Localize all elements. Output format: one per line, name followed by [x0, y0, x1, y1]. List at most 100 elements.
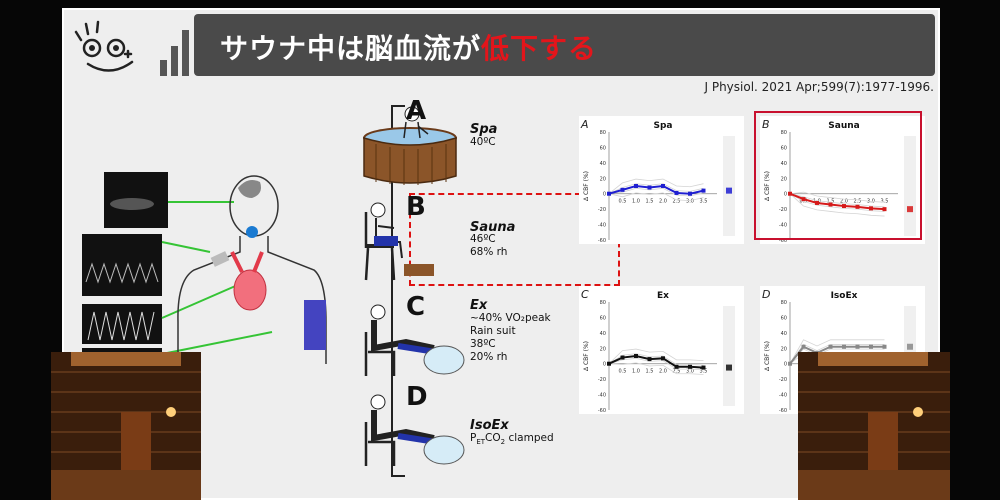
- y-tick-label: -20: [598, 207, 606, 213]
- y-tick-label: 0: [784, 192, 787, 198]
- data-point: [661, 356, 665, 361]
- individual-trace: [608, 192, 704, 202]
- x-tick-label: 1.5: [827, 199, 835, 205]
- condition-c-letter: C: [406, 292, 426, 322]
- x-tick-label: 2.0: [659, 369, 667, 375]
- y-tick-label: 80: [600, 130, 606, 136]
- y-tick-label: 20: [600, 176, 606, 182]
- data-point: [688, 191, 692, 196]
- chart-title: IsoEx: [831, 291, 858, 301]
- summary-marker: [726, 187, 732, 194]
- y-tick-label: -60: [598, 238, 606, 244]
- spa-illustration: [363, 106, 457, 185]
- slide-title: サウナ中は脳血流が低下する: [220, 32, 598, 65]
- y-tick-label: -40: [779, 393, 787, 399]
- isoex-illustration: [364, 394, 465, 466]
- y-axis-label: Δ CBF (%): [764, 341, 771, 371]
- individual-trace: [789, 193, 885, 212]
- panel-letter: C: [581, 288, 589, 301]
- y-tick-label: -20: [779, 377, 787, 383]
- individual-trace: [608, 357, 704, 371]
- sauna-illustration: [364, 202, 434, 281]
- data-point: [855, 204, 860, 209]
- condition-a-detail: 40ºC: [470, 136, 496, 148]
- conditions-bracket: [391, 105, 405, 477]
- mean-series-line: [608, 354, 704, 369]
- data-point: [801, 197, 806, 202]
- condition-b-detail-1: 46ºC: [470, 233, 496, 245]
- x-tick-label: 2.5: [673, 369, 681, 375]
- title-highlight: 低下する: [481, 32, 598, 65]
- data-point: [788, 361, 792, 366]
- y-tick-label: 80: [781, 130, 787, 136]
- sauna-room-photo-right: [798, 352, 950, 500]
- data-point: [647, 185, 652, 190]
- y-tick-label: -40: [598, 393, 606, 399]
- data-point: [815, 200, 819, 205]
- sauna-chart-highlight: [754, 111, 922, 240]
- slide: サウナ中は脳血流が低下する J Physiol. 2021 Apr;599(7)…: [62, 8, 940, 500]
- condition-c-name: Ex: [470, 298, 488, 313]
- data-point: [828, 202, 833, 207]
- data-point: [661, 184, 665, 188]
- individual-trace: [608, 353, 704, 366]
- data-point: [620, 187, 625, 192]
- y-tick-label: 80: [600, 300, 606, 306]
- individual-trace: [789, 191, 885, 203]
- x-tick-label: 3.5: [700, 199, 708, 205]
- x-tick-label: 0.5: [619, 199, 627, 205]
- individual-trace: [608, 348, 704, 365]
- x-tick-label: 2.5: [854, 199, 862, 205]
- data-point: [634, 354, 638, 358]
- data-point: [688, 364, 692, 369]
- y-axis-label: Δ CBF (%): [583, 341, 590, 371]
- x-tick-label: 3.0: [686, 369, 694, 375]
- data-point: [788, 191, 792, 196]
- chart-title: Spa: [654, 121, 673, 131]
- data-point: [801, 344, 806, 349]
- individual-trace: [789, 193, 885, 217]
- condition-c-detail-3: 38ºC: [470, 338, 496, 350]
- condition-d-letter: D: [406, 382, 428, 412]
- y-tick-label: -40: [598, 223, 606, 229]
- y-tick-label: 0: [603, 192, 606, 198]
- individual-trace: [608, 178, 704, 195]
- condition-b-detail-2: 68% rh: [470, 246, 508, 258]
- body-diagram: [82, 172, 327, 364]
- title-bar: サウナ中は脳血流が低下する: [194, 14, 935, 76]
- data-point: [842, 344, 846, 349]
- data-point: [882, 344, 887, 349]
- summary-marker: [907, 206, 913, 213]
- y-tick-label: -60: [779, 408, 787, 414]
- x-tick-label: 3.5: [700, 369, 708, 375]
- data-point: [701, 188, 706, 193]
- y-tick-label: 40: [600, 161, 606, 167]
- x-tick-label: 3.0: [686, 199, 694, 205]
- summary-column: [723, 306, 735, 406]
- mean-series-line: [608, 184, 704, 195]
- condition-c-detail-1: ~40% VO₂peak: [470, 312, 551, 324]
- panel-letter: A: [580, 118, 589, 131]
- ultrasound-panels: [82, 172, 168, 364]
- condition-b-name: Sauna: [470, 220, 516, 235]
- y-tick-label: 0: [784, 362, 787, 368]
- citation: J Physiol. 2021 Apr;599(7):1977-1996.: [704, 80, 934, 94]
- y-tick-label: 60: [600, 315, 606, 321]
- condition-a-name: Spa: [470, 122, 498, 137]
- individual-trace: [608, 362, 704, 375]
- data-point: [882, 207, 887, 212]
- individual-trace: [789, 339, 885, 364]
- condition-d-detail: PETCO2 clamped: [470, 432, 554, 447]
- x-tick-label: 2.5: [673, 199, 681, 205]
- x-tick-label: 1.5: [646, 369, 654, 375]
- y-tick-label: -20: [779, 207, 787, 213]
- mean-series-line: [789, 192, 885, 211]
- y-tick-label: 20: [600, 346, 606, 352]
- x-tick-label: 2.0: [659, 199, 667, 205]
- individual-trace: [789, 343, 885, 364]
- data-point: [607, 361, 611, 366]
- y-tick-label: 40: [781, 161, 787, 167]
